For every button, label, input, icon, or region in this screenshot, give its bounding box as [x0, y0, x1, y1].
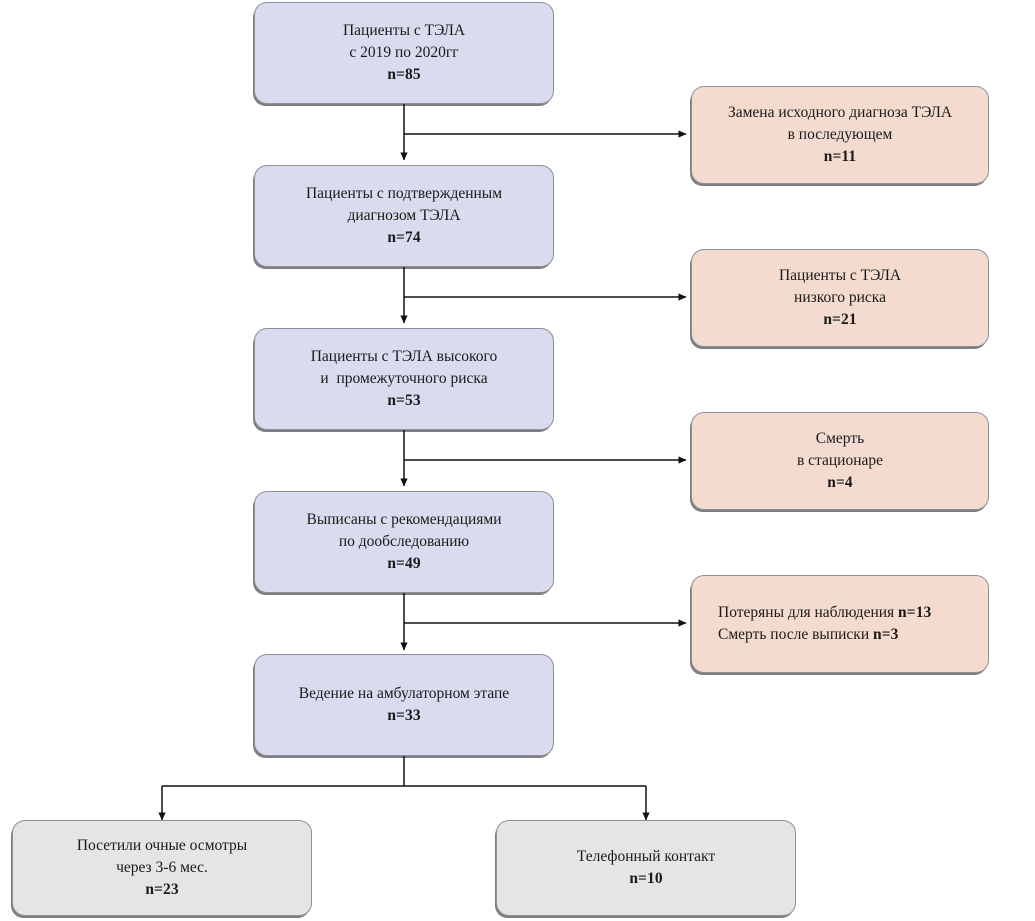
- node-text-line: с 2019 по 2020гг: [349, 44, 459, 61]
- node-in-person-visits[interactable]: Посетили очные осмотры через 3-6 мес. n=…: [12, 820, 312, 916]
- node-count: n=33: [387, 707, 421, 724]
- node-discharged-with-recommendations[interactable]: Выписаны с рекомендациями по дообследова…: [254, 491, 554, 593]
- node-text-lost: Потеряны для наблюдения: [718, 604, 899, 621]
- node-text-line: Пациенты с ТЭЛА: [342, 22, 466, 39]
- node-text-line: Телефонный контакт: [576, 848, 716, 865]
- node-count: n=49: [387, 555, 421, 572]
- node-text-death: Смерть после выписки: [718, 626, 873, 643]
- node-count: n=85: [387, 66, 421, 83]
- node-outpatient-management[interactable]: Ведение на амбулаторном этапе n=33: [254, 654, 554, 756]
- node-text-line: Пациенты с ТЭЛА: [778, 267, 902, 284]
- node-confirmed-pe[interactable]: Пациенты с подтвержденным диагнозом ТЭЛА…: [254, 165, 554, 267]
- node-text-line: диагнозом ТЭЛА: [347, 207, 461, 224]
- node-text-line: Пациенты с подтвержденным: [305, 185, 503, 202]
- node-low-risk-pe[interactable]: Пациенты с ТЭЛА низкого риска n=21: [691, 249, 989, 347]
- node-text-line: Выписаны с рекомендациями: [306, 511, 502, 528]
- node-text-line: в последующем: [787, 126, 893, 143]
- node-lost-to-followup-and-post-discharge-death[interactable]: Потеряны для наблюдения n=13 Смерть посл…: [691, 575, 989, 673]
- node-text-line: по дообследованию: [338, 533, 470, 550]
- node-text-line: Потеряны для наблюдения n=13: [718, 602, 931, 624]
- node-count-death: n=3: [873, 626, 899, 643]
- node-count: n=10: [629, 870, 663, 887]
- node-count: n=11: [823, 148, 857, 165]
- node-text-line: Посетили очные осмотры: [76, 837, 248, 854]
- node-text-line: в стационаре: [796, 452, 884, 469]
- node-in-hospital-death[interactable]: Смерть в стационаре n=4: [691, 412, 989, 510]
- node-patients-pe-2019-2020[interactable]: Пациенты с ТЭЛА с 2019 по 2020гг n=85: [254, 2, 554, 104]
- node-text-line: Пациенты с ТЭЛА высокого: [310, 348, 498, 365]
- node-count: n=4: [827, 474, 853, 491]
- node-count-lost: n=13: [898, 604, 932, 621]
- node-high-intermediate-risk-pe[interactable]: Пациенты с ТЭЛА высокого и промежуточног…: [254, 328, 554, 430]
- node-telephone-contact[interactable]: Телефонный контакт n=10: [496, 820, 796, 916]
- node-text-line: Смерть после выписки n=3: [718, 624, 899, 646]
- node-text-line: Замена исходного диагноза ТЭЛА: [727, 104, 953, 121]
- node-text-line: низкого риска: [794, 289, 886, 306]
- node-text-line: и промежуточного риска: [320, 370, 488, 387]
- node-text-line: через 3-6 мес.: [116, 859, 208, 876]
- node-diagnosis-replaced[interactable]: Замена исходного диагноза ТЭЛА в последу…: [691, 86, 989, 184]
- node-count: n=23: [145, 881, 179, 898]
- node-count: n=53: [387, 392, 421, 409]
- node-text-line: Ведение на амбулаторном этапе: [298, 685, 510, 702]
- node-count: n=74: [387, 229, 421, 246]
- node-count: n=21: [823, 311, 857, 328]
- node-text-line: Смерть: [815, 430, 865, 447]
